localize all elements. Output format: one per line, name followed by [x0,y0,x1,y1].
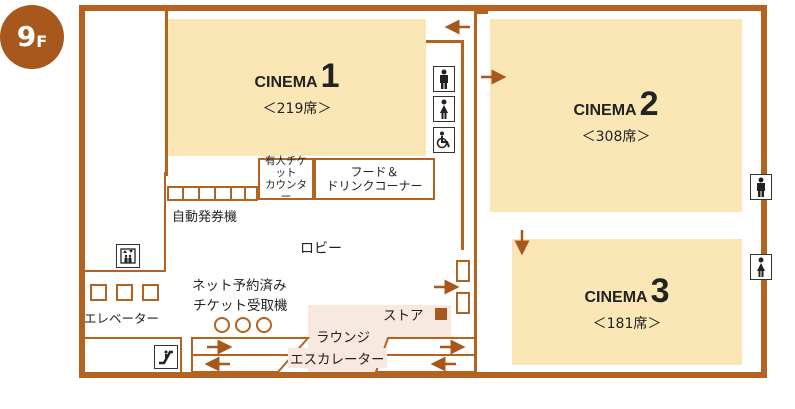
store-marker [435,308,447,320]
lounge-label: ラウンジ [316,330,370,346]
ticket-counter[interactable]: 有人チケット カウンター [258,155,314,203]
cinema-3-title: CINEMA 3 [584,271,670,310]
cinema-1-title: CINEMA 1 [254,57,340,95]
elevator-icon [116,244,140,268]
escalator-icon [154,345,178,369]
elevator-hall-wall [85,270,165,272]
lobby-label: ロビー [300,241,342,257]
elevator-1[interactable] [90,284,107,301]
net-ticket-machine-1[interactable] [214,317,230,333]
toilet-column-wall [426,40,464,43]
male-toilet-icon [433,66,455,92]
cinema-1-seats: ＜219席＞ [262,101,332,117]
small-room-2 [456,292,470,314]
elevator-2[interactable] [116,284,133,301]
female-toilet-icon [433,96,455,122]
elevator-label: エレベーター [84,311,160,326]
net-ticket-label-1: ネット予約済み [192,278,287,294]
mid-right-wall-top [474,11,488,14]
ticket-machine-label: 自動発券機 [172,210,238,225]
net-ticket-label-2: チケット受取機 [193,298,288,314]
net-ticket-machine-2[interactable] [235,317,251,333]
escalator-label: エスカレーター [288,348,387,368]
lower-left-wall-v [180,337,182,373]
cinema-2[interactable]: CINEMA 2 ＜308席＞ [490,19,742,212]
elevator-hall-wall-v [164,172,166,272]
toilet-column-divider [461,40,464,250]
floor-badge: 9 F [0,5,64,69]
mid-right-wall [474,11,477,373]
female-toilet-icon [750,254,772,280]
cinema-3[interactable]: CINEMA 3 ＜181席＞ [512,239,742,365]
floor-number: 9 [16,20,37,53]
cinema-1[interactable]: CINEMA 1 ＜219席＞ [168,19,426,156]
male-toilet-icon [750,174,772,200]
food-drink-corner[interactable]: フード＆ ドリンクコーナー [314,158,435,200]
lower-left-wall [85,337,181,339]
store-label: ストア [383,308,424,324]
ticket-machine-row[interactable] [167,186,258,201]
elevator-3[interactable] [142,284,159,301]
left-wall [165,11,168,176]
net-ticket-machine-3[interactable] [256,317,272,333]
small-room-1 [456,260,470,282]
wheelchair-icon [433,127,455,153]
cinema-3-seats: ＜181席＞ [592,315,662,332]
cinema-2-title: CINEMA 2 [573,85,659,123]
cinema-2-seats: ＜308席＞ [581,129,651,145]
floor-suffix: F [36,32,48,51]
